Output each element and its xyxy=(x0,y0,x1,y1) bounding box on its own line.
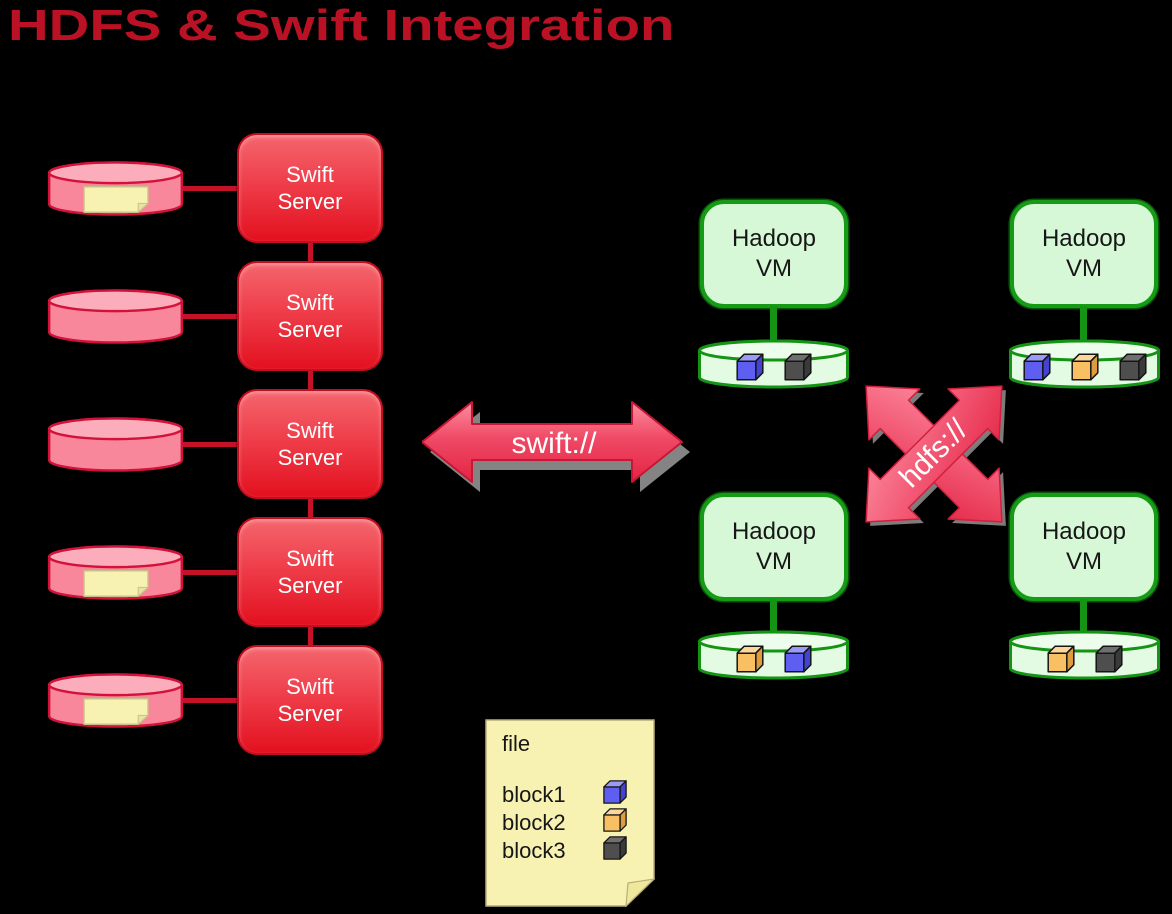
swift-server-node: Swift Server xyxy=(237,517,383,627)
disk-connector-line xyxy=(183,442,240,447)
block-cube-icon xyxy=(735,645,764,673)
server-chain-line xyxy=(308,499,313,518)
block-cube-icon xyxy=(603,836,627,860)
block-cube-icon xyxy=(603,808,627,832)
server-chain-line xyxy=(308,627,313,646)
block-cube-icon xyxy=(1070,353,1099,381)
swift-protocol-label: swift:// xyxy=(511,427,597,460)
block-cube-icon xyxy=(1094,645,1123,673)
swift-server-node: Swift Server xyxy=(237,389,383,499)
swift-server-node: Swift Server xyxy=(237,261,383,371)
block-label: block3 xyxy=(502,838,566,863)
server-chain-line xyxy=(308,371,313,390)
vm-disk-connector-line xyxy=(770,599,777,633)
block-cube-icon xyxy=(783,353,812,381)
swift-server-label: Swift Server xyxy=(277,546,343,598)
vm-disk-connector-line xyxy=(770,306,777,342)
swift-server-label: Swift Server xyxy=(277,418,343,470)
block-cube-icon xyxy=(603,780,627,804)
hadoop-vm-node: Hadoop VM xyxy=(1010,200,1158,308)
disk-connector-line xyxy=(183,186,240,191)
hadoop-vm-node: Hadoop VM xyxy=(700,493,848,601)
swift-server-label: Swift Server xyxy=(277,290,343,342)
swift-protocol-arrow-icon xyxy=(422,401,690,492)
file-icon xyxy=(82,186,150,213)
page-title: HDFS & Swift Integration xyxy=(8,1,675,50)
vm-disk-connector-line xyxy=(1080,306,1087,342)
file-legend: file block1 block2 block3 xyxy=(485,719,655,907)
hadoop-vm-node: Hadoop VM xyxy=(1010,493,1158,601)
block-label: block1 xyxy=(502,782,566,807)
legend-row: block1 xyxy=(502,779,628,811)
hadoop-vm-label: Hadoop VM xyxy=(1041,518,1127,575)
file-legend-title: file xyxy=(502,731,531,756)
block-group xyxy=(697,642,850,676)
block-cube-icon xyxy=(735,353,764,381)
file-legend-rows: block1 block2 block3 xyxy=(502,779,628,867)
hdfs-protocol-label: hdfs:// xyxy=(893,413,975,495)
swift-server-label: Swift Server xyxy=(277,162,343,214)
block-cube-holder xyxy=(602,807,628,839)
legend-row: block2 xyxy=(502,807,628,839)
hdfs-protocol-arrow-icon xyxy=(865,385,1006,526)
file-icon xyxy=(82,570,150,597)
storage-disk-icon xyxy=(46,416,185,473)
block-cube-holder xyxy=(602,835,628,867)
block-label: block2 xyxy=(502,810,566,835)
hadoop-vm-label: Hadoop VM xyxy=(731,225,817,282)
disk-connector-line xyxy=(183,570,240,575)
block-group xyxy=(1008,350,1161,384)
block-cube-icon xyxy=(1022,353,1051,381)
storage-disk-icon xyxy=(46,288,185,345)
block-group xyxy=(1008,642,1161,676)
disk-connector-line xyxy=(183,698,240,703)
hadoop-vm-label: Hadoop VM xyxy=(731,518,817,575)
server-chain-line xyxy=(308,243,313,262)
block-cube-icon xyxy=(1118,353,1147,381)
hadoop-vm-label: Hadoop VM xyxy=(1041,225,1127,282)
disk-connector-line xyxy=(183,314,240,319)
hadoop-vm-node: Hadoop VM xyxy=(700,200,848,308)
block-cube-holder xyxy=(602,779,628,811)
vm-disk-connector-line xyxy=(1080,599,1087,633)
file-icon xyxy=(82,698,150,725)
swift-server-node: Swift Server xyxy=(237,133,383,243)
block-cube-icon xyxy=(1046,645,1075,673)
swift-server-label: Swift Server xyxy=(277,674,343,726)
block-group xyxy=(697,350,850,384)
swift-server-node: Swift Server xyxy=(237,645,383,755)
legend-row: block3 xyxy=(502,835,628,867)
block-cube-icon xyxy=(783,645,812,673)
